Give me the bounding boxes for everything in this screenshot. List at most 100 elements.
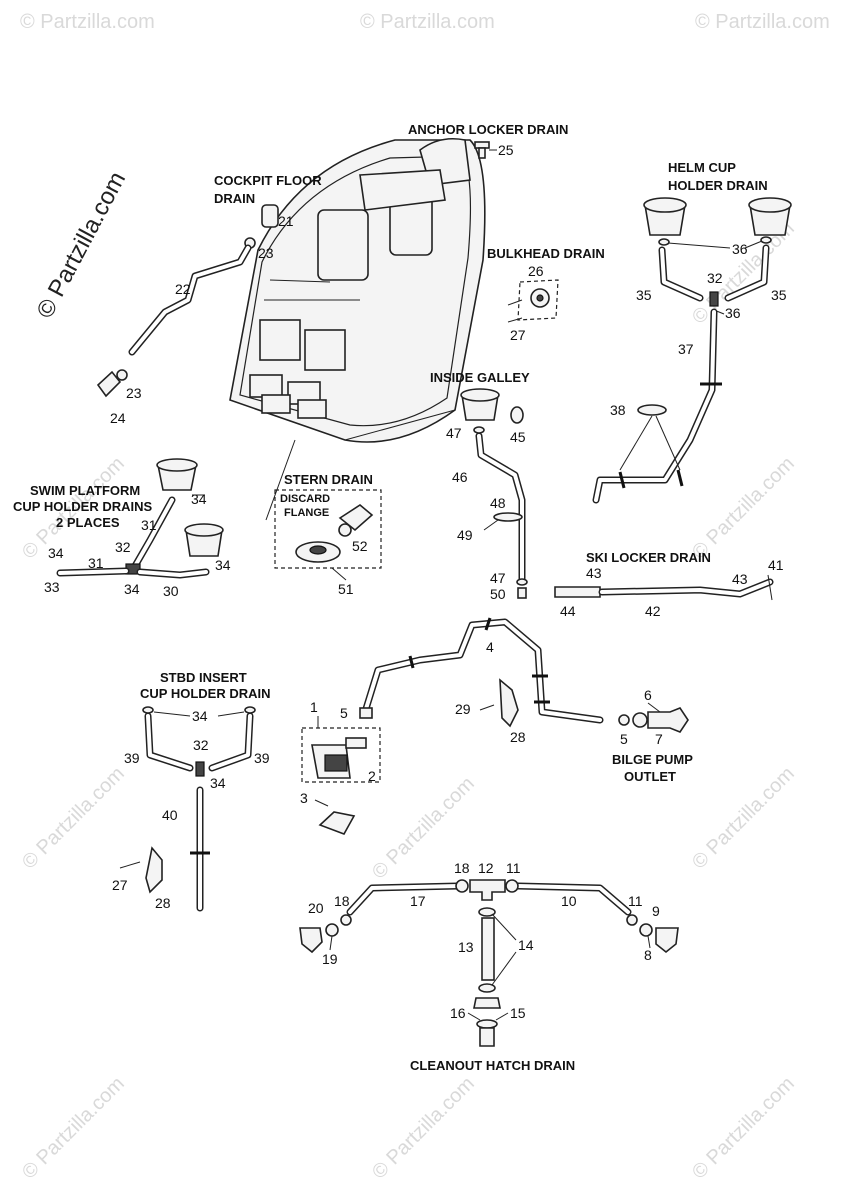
part-number-19: 19: [322, 951, 338, 967]
part-number-6: 6: [644, 687, 652, 703]
anchor-locker-drain-group: 25: [474, 141, 514, 159]
part-number-23: 23: [258, 245, 274, 261]
part-number-50: 50: [490, 586, 506, 602]
part-number-18: 18: [334, 893, 350, 909]
watermark: © Partzilla.com: [695, 11, 830, 33]
part-number-32: 32: [115, 539, 131, 555]
part-number-36: 36: [725, 305, 741, 321]
part-number-39: 39: [124, 750, 140, 766]
watermark: © Partzilla.com: [688, 763, 799, 874]
part-number-49: 49: [457, 527, 473, 543]
stbd-insert-group: 34 32 39 39 34 40 27 28: [112, 706, 270, 912]
watermark: © Partzilla.com: [688, 453, 799, 564]
bilge-pump-group: 4 5 1 2 3 29 28 6 5 7: [300, 617, 689, 835]
part-number-42: 42: [645, 603, 661, 619]
part-number-24: 24: [110, 410, 126, 426]
part-number-22: 22: [175, 281, 191, 297]
watermark: © Partzilla.com: [360, 11, 495, 33]
part-number-33: 33: [44, 579, 60, 595]
part-number-47: 47: [446, 425, 462, 441]
part-number-34: 34: [48, 545, 64, 561]
bilge-pump-outlet-title: BILGE PUMP: [612, 752, 693, 767]
part-number-35: 35: [771, 287, 787, 303]
part-number-11: 11: [628, 893, 643, 909]
part-number-34: 34: [124, 581, 140, 597]
part-number-34: 34: [192, 708, 208, 724]
part-number-41: 41: [768, 557, 784, 573]
discard-flange-note-line2: FLANGE: [284, 507, 329, 519]
part-number-34: 34: [215, 557, 231, 573]
part-number-17: 17: [410, 893, 426, 909]
watermark: © Partzilla.com: [368, 1073, 479, 1184]
boat-hull: [229, 137, 486, 521]
part-number-32: 32: [193, 737, 209, 753]
part-number-36: 36: [732, 241, 748, 257]
part-number-51: 51: [338, 581, 354, 597]
part-number-1: 1: [310, 699, 318, 715]
part-number-34: 34: [210, 775, 226, 791]
swim-platform-title-line2: CUP HOLDER DRAINS: [13, 499, 152, 514]
part-number-37: 37: [678, 341, 694, 357]
part-number-30: 30: [163, 583, 179, 599]
part-number-31: 31: [88, 555, 104, 571]
helm-cup-holder-drain-title: HELM CUP: [668, 160, 736, 175]
watermark: © Partzilla.com: [688, 1073, 799, 1184]
part-number-9: 9: [652, 903, 660, 919]
part-number-20: 20: [308, 900, 324, 916]
part-number-27: 27: [510, 327, 526, 343]
part-number-40: 40: [162, 807, 178, 823]
inside-galley-title: INSIDE GALLEY: [430, 370, 530, 385]
part-number-14: 14: [518, 937, 534, 953]
swim-platform-cup-holder-group: 34 34 31 32 34 33 31 34 30: [44, 458, 231, 599]
part-number-21: 21: [278, 213, 294, 229]
part-number-34: 34: [191, 491, 207, 507]
section-titles: ANCHOR LOCKER DRAIN COCKPIT FLOOR DRAIN …: [13, 122, 768, 1073]
part-number-23: 23: [126, 385, 142, 401]
part-number-11: 11: [506, 860, 521, 876]
ski-locker-drain-title: SKI LOCKER DRAIN: [586, 550, 711, 565]
part-number-7: 7: [655, 731, 663, 747]
part-number-2: 2: [368, 768, 376, 784]
cockpit-floor-drain-title: COCKPIT FLOOR: [214, 173, 322, 188]
part-number-25: 25: [498, 142, 514, 158]
part-number-28: 28: [155, 895, 171, 911]
stbd-insert-title: STBD INSERT: [160, 670, 247, 685]
part-number-38: 38: [610, 402, 626, 418]
stern-drain-group: 52 51: [274, 489, 382, 597]
part-number-45: 45: [510, 429, 526, 445]
part-number-13: 13: [458, 939, 474, 955]
swim-platform-title-line3: 2 PLACES: [56, 515, 120, 530]
part-number-29: 29: [455, 701, 471, 717]
cleanout-hatch-drain-group: 18 12 11 17 10 13 14 16 15 20 18 19 11 9…: [299, 860, 679, 1047]
bilge-pump-outlet-title-line2: OUTLET: [624, 769, 676, 784]
copyright-watermark: © Partzilla.com: [31, 167, 131, 322]
part-number-44: 44: [560, 603, 576, 619]
anchor-locker-drain-title: ANCHOR LOCKER DRAIN: [408, 122, 568, 137]
part-number-3: 3: [300, 790, 308, 806]
ski-locker-drain-group: 43 44 42 43 41: [554, 557, 784, 619]
cockpit-floor-drain-group: 21 23 22 23 24: [96, 204, 294, 426]
part-number-28: 28: [510, 729, 526, 745]
inside-galley-group: 45 47 46 48 49 47 50: [446, 388, 528, 602]
cleanout-hatch-drain-title: CLEANOUT HATCH DRAIN: [410, 1058, 575, 1073]
helm-cup-holder-drain-title-line2: HOLDER DRAIN: [668, 178, 768, 193]
part-number-47: 47: [490, 570, 506, 586]
cockpit-floor-drain-title-line2: DRAIN: [214, 191, 255, 206]
swim-platform-title: SWIM PLATFORM: [30, 483, 140, 498]
watermark: © Partzilla.com: [20, 11, 155, 33]
part-number-31: 31: [141, 517, 157, 533]
part-number-18: 18: [454, 860, 470, 876]
part-number-10: 10: [561, 893, 577, 909]
part-number-12: 12: [478, 860, 494, 876]
part-number-39: 39: [254, 750, 270, 766]
part-number-48: 48: [490, 495, 506, 511]
part-number-8: 8: [644, 947, 652, 963]
helm-cup-holder-drain-group: 36 32 35 35 36 37 38: [592, 197, 792, 504]
stbd-insert-title-line2: CUP HOLDER DRAIN: [140, 686, 271, 701]
part-number-16: 16: [450, 1005, 466, 1021]
part-number-27: 27: [112, 877, 128, 893]
part-number-46: 46: [452, 469, 468, 485]
part-number-26: 26: [528, 263, 544, 279]
part-number-43: 43: [732, 571, 748, 587]
